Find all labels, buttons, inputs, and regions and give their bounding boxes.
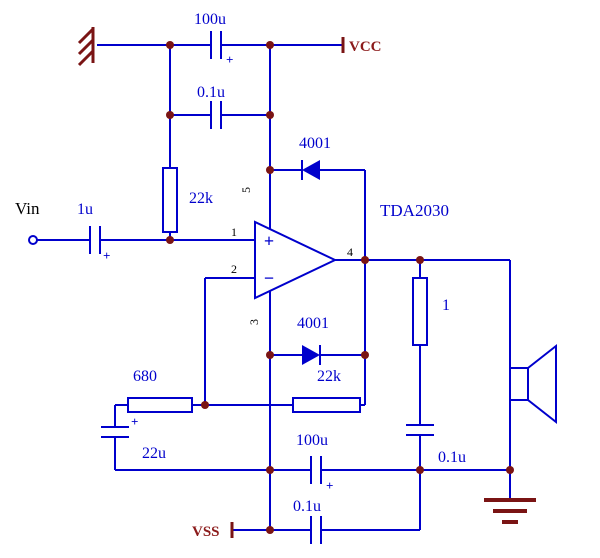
resistor-r-feedback: 22k — [292, 368, 361, 413]
junction-dot — [416, 256, 424, 264]
label-r-gain: 680 — [133, 368, 157, 385]
label-c-vcc-bulk: 100u — [194, 11, 226, 28]
chassis-ground-hatch — [77, 49, 95, 67]
capacitor-c-vss-bypass: 0.1u — [293, 498, 322, 544]
resistor-r-zobel: 1 — [412, 277, 450, 346]
diode-arrow — [302, 160, 320, 180]
pin-number-2: 2 — [231, 262, 237, 276]
diode-d-vcc-clamp: 4001 — [299, 135, 331, 180]
resistor-body — [292, 397, 361, 413]
speaker-icon — [509, 343, 557, 425]
ic-label: TDA2030 — [380, 201, 449, 220]
label-c-input: 1u — [77, 201, 93, 218]
earth-ground-icon — [484, 498, 536, 524]
opamp-plus-sign: + — [264, 231, 274, 251]
net-top-rails — [97, 44, 343, 240]
polarity-plus: + — [326, 478, 333, 493]
capacitor-c-gain: + 22u — [101, 414, 166, 462]
junction-dot — [266, 466, 274, 474]
input-label: Vin — [15, 199, 40, 218]
junction-dots — [166, 41, 514, 534]
net-diode-top — [270, 169, 366, 405]
input-terminal — [28, 235, 38, 245]
label-r-feedback: 22k — [317, 368, 341, 385]
label-d-vcc-clamp: 4001 — [299, 135, 331, 152]
junction-dot — [266, 351, 274, 359]
label-c-gain: 22u — [142, 445, 166, 462]
junction-dot — [416, 466, 424, 474]
label-c-vcc-bypass: 0.1u — [197, 84, 225, 101]
polarity-plus: + — [226, 52, 233, 67]
vcc-terminal: VCC — [341, 37, 382, 55]
opamp-minus-sign: − — [264, 268, 274, 288]
diode-d-vss-clamp: 4001 — [297, 315, 329, 365]
opamp-triangle — [254, 220, 338, 300]
junction-dot — [201, 401, 209, 409]
net-output — [335, 259, 511, 498]
vcc-label: VCC — [349, 39, 382, 55]
capacitor-c-vss-bulk: + 100u — [296, 432, 333, 493]
label-c-vss-bulk: 100u — [296, 432, 328, 449]
pin-number-4: 4 — [347, 245, 353, 259]
junction-dot — [266, 41, 274, 49]
junction-dot — [166, 41, 174, 49]
junction-dot — [166, 236, 174, 244]
polarity-plus: + — [103, 248, 110, 263]
speaker-horn — [527, 343, 557, 425]
junction-dot — [361, 351, 369, 359]
resistor-body — [412, 277, 428, 346]
capacitor-c-vcc-bypass: 0.1u — [197, 84, 225, 129]
capacitor-c-vcc-bulk: + 100u — [194, 11, 233, 67]
resistor-body — [127, 397, 193, 413]
opamp: + − TDA2030 1 2 5 3 4 — [231, 187, 449, 325]
resistor-r-gain: 680 — [127, 368, 193, 413]
label-r-input-bias: 22k — [189, 190, 213, 207]
net-bottom-rails — [115, 469, 510, 531]
speaker-body — [509, 367, 529, 401]
vss-label: VSS — [192, 524, 220, 540]
pin-number-5: 5 — [239, 187, 253, 193]
junction-dot — [266, 526, 274, 534]
junction-dot — [506, 466, 514, 474]
label-c-vss-bypass: 0.1u — [293, 498, 321, 515]
label-d-vss-clamp: 4001 — [297, 315, 329, 332]
pin-number-3: 3 — [247, 319, 261, 325]
vss-terminal: VSS — [192, 522, 234, 540]
resistor-r-input-bias: 22k — [162, 167, 213, 233]
net-feedback — [114, 277, 365, 470]
chassis-ground-hatch — [77, 38, 95, 56]
capacitor-c-zobel: 0.1u — [406, 424, 466, 466]
junction-dot — [361, 256, 369, 264]
junction-dot — [266, 111, 274, 119]
junction-dot — [266, 166, 274, 174]
polarity-plus: + — [131, 414, 138, 429]
junction-dot — [166, 111, 174, 119]
resistor-body — [162, 167, 178, 233]
pin-number-1: 1 — [231, 225, 237, 239]
chassis-ground-hatch — [77, 27, 95, 45]
input-port: Vin — [15, 199, 40, 245]
chassis-ground-icon — [77, 27, 95, 67]
capacitor-c-input: + 1u — [77, 201, 110, 263]
label-r-zobel: 1 — [442, 297, 450, 314]
label-c-zobel: 0.1u — [438, 449, 466, 466]
diode-arrow — [302, 345, 320, 365]
